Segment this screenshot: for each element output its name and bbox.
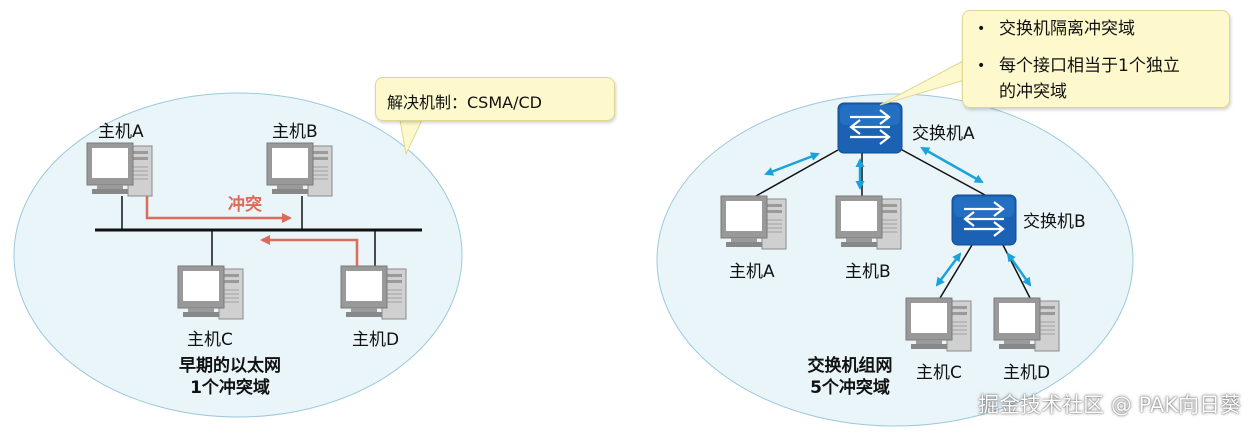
- bullet-2-text-line2: 的冲突域: [999, 82, 1067, 102]
- right-callout: • 交换机隔离冲突域 • 每个接口相当于1个独立 的冲突域: [962, 10, 1230, 108]
- right-host-d-label: 主机D: [1003, 363, 1051, 383]
- switch-a-icon: [836, 101, 904, 155]
- left-caption-line1: 早期的以太网: [179, 356, 281, 376]
- right-host-b-label: 主机B: [845, 262, 891, 282]
- left-callout-text: 解决机制：CSMA/CD: [387, 93, 542, 112]
- bullet-dot-icon: •: [977, 58, 986, 74]
- left-host-d-label: 主机D: [352, 330, 400, 350]
- right-caption: 交换机组网 5个冲突域: [780, 355, 920, 399]
- switch-b-icon: [950, 193, 1018, 247]
- duplex-arrow-swb: [920, 146, 984, 184]
- bullet-1-text: 交换机隔离冲突域: [999, 19, 1135, 39]
- duplex-arrow-hostD: [1006, 252, 1032, 287]
- left-host-c-label: 主机C: [187, 330, 233, 350]
- left-host-a-label: 主机A: [98, 122, 144, 142]
- duplex-arrow-hostC: [935, 252, 962, 287]
- bullet-dot-icon: •: [977, 21, 986, 37]
- conflict-arrow-from-a: [145, 196, 292, 223]
- conflict-label: 冲突: [228, 195, 262, 215]
- duplex-arrow-hostA: [764, 152, 820, 176]
- right-caption-line2: 5个冲突域: [810, 378, 890, 398]
- right-host-a-label: 主机A: [729, 262, 775, 282]
- watermark: 掘金技术社区 @ PAK向日葵: [978, 393, 1241, 417]
- conflict-arrow-from-d: [260, 235, 359, 266]
- bullet-2-text-line1: 每个接口相当于1个独立: [999, 56, 1180, 76]
- right-host-c-label: 主机C: [916, 363, 962, 383]
- switch-b-label: 交换机B: [1023, 212, 1086, 232]
- left-host-b-label: 主机B: [272, 122, 318, 142]
- right-caption-line1: 交换机组网: [807, 356, 893, 376]
- left-callout: 解决机制：CSMA/CD: [375, 77, 615, 121]
- left-caption: 早期的以太网 1个冲突域: [160, 355, 300, 399]
- switch-a-label: 交换机A: [912, 124, 975, 144]
- left-caption-line2: 1个冲突域: [190, 378, 270, 398]
